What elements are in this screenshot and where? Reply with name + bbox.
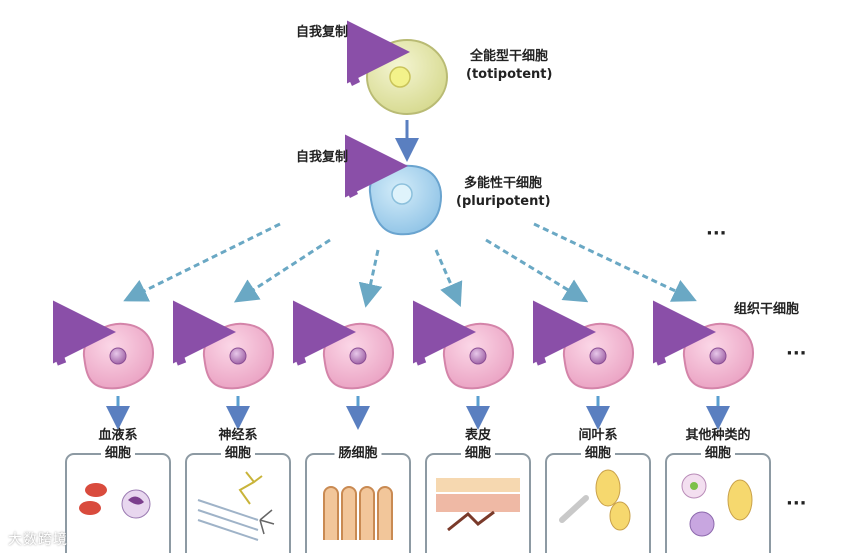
lineage-box	[425, 453, 531, 557]
self-renew-arrow-icon	[52, 300, 116, 366]
lineage-label: 血液系	[98, 428, 138, 443]
tissue-stem-cell-label: 组织干细胞	[734, 302, 800, 317]
lineage-box	[185, 453, 291, 557]
lineage-label: 表皮	[464, 428, 492, 443]
self-renew-arrow-icon	[412, 300, 476, 366]
tissue-stem-cell	[202, 322, 274, 390]
self-renew-arrow-icon	[652, 300, 716, 366]
watermark: 大数跨境	[8, 532, 68, 548]
ellipsis: ···	[786, 493, 807, 514]
self-renew-label: 自我复制	[296, 150, 349, 165]
tissue-stem-cell	[82, 322, 154, 390]
lineage-box	[305, 453, 411, 557]
tissue-stem-cell	[682, 322, 754, 390]
self-renew-arrow-icon	[346, 20, 410, 87]
ellipsis: ···	[786, 343, 807, 364]
lineage-box	[65, 453, 171, 557]
lineage-sublabel: 细胞	[700, 446, 736, 462]
lineage-sublabel: 肠细胞	[334, 446, 382, 462]
lineage-label: 神经系	[218, 428, 258, 443]
self-renew-arrow-icon	[344, 134, 408, 199]
self-renew-arrow-icon	[292, 300, 356, 366]
totipotent-en-label: (totipotent)	[466, 67, 553, 82]
lineage-sublabel: 细胞	[220, 446, 256, 462]
totipotent-cell	[366, 39, 448, 115]
lineage-box	[665, 453, 771, 557]
lineage-sublabel: 细胞	[460, 446, 496, 462]
tissue-stem-cell	[442, 322, 514, 390]
lineage-sublabel: 细胞	[580, 446, 616, 462]
lineage-sublabel: 细胞	[100, 446, 136, 462]
pluripotent-label: 多能性干细胞	[464, 176, 543, 191]
pluripotent-cell	[368, 164, 442, 236]
self-renew-arrow-icon	[172, 300, 236, 366]
tissue-stem-cell	[322, 322, 394, 390]
self-renew-arrow-icon	[532, 300, 596, 366]
lineage-label: 其他种类的	[685, 428, 751, 443]
ellipsis: ···	[706, 223, 727, 244]
pluripotent-en-label: (pluripotent)	[456, 194, 551, 209]
lineage-label: 间叶系	[578, 428, 618, 443]
lineage-box	[545, 453, 651, 557]
self-renew-label: 自我复制	[296, 25, 349, 40]
totipotent-label: 全能型干细胞	[470, 49, 549, 64]
dashed-arrows	[123, 222, 697, 308]
tissue-stem-cell	[562, 322, 634, 390]
tissue-stem-cell-row	[52, 300, 771, 557]
